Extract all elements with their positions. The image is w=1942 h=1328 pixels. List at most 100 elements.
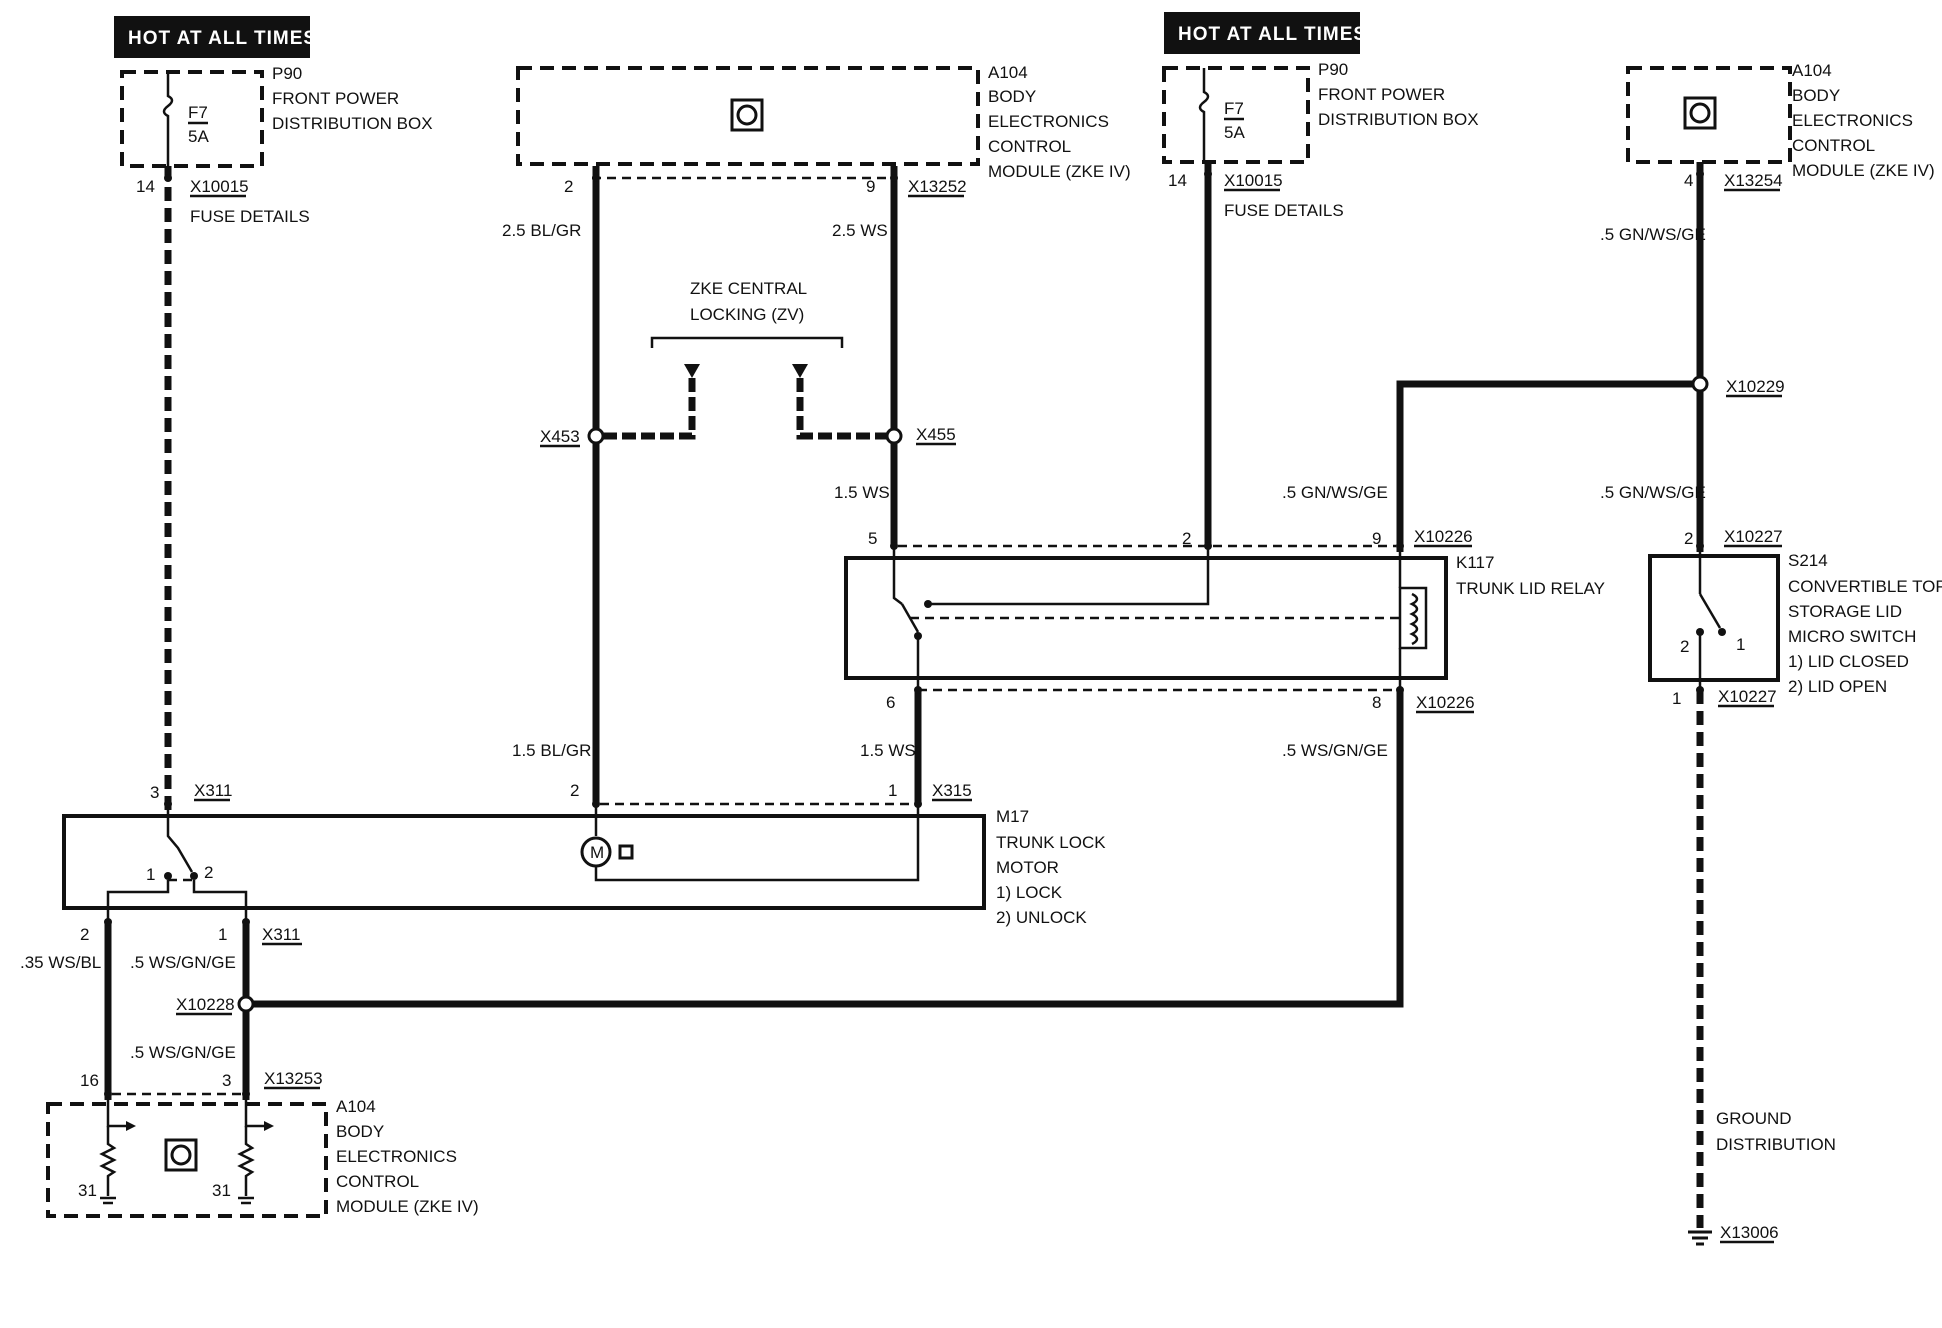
svg-text:X10227: X10227 <box>1718 687 1777 706</box>
svg-text:STORAGE LID: STORAGE LID <box>1788 602 1902 621</box>
svg-text:X13254: X13254 <box>1724 171 1783 190</box>
svg-text:14: 14 <box>1168 171 1187 190</box>
svg-text:1: 1 <box>146 865 155 884</box>
svg-text:9: 9 <box>866 177 875 196</box>
svg-text:2) LID OPEN: 2) LID OPEN <box>1788 677 1887 696</box>
svg-text:1) LID CLOSED: 1) LID CLOSED <box>1788 652 1909 671</box>
fuse-box-left: F7 5A P90 FRONT POWER DISTRIBUTION BOX 1… <box>120 64 433 226</box>
svg-text:DISTRIBUTION: DISTRIBUTION <box>1716 1135 1836 1154</box>
svg-text:DISTRIBUTION BOX: DISTRIBUTION BOX <box>1318 110 1479 129</box>
svg-text:1.5 WS: 1.5 WS <box>834 483 890 502</box>
svg-text:ELECTRONICS: ELECTRONICS <box>336 1147 457 1166</box>
svg-text:A104: A104 <box>1792 61 1832 80</box>
svg-text:6: 6 <box>886 693 895 712</box>
svg-text:1: 1 <box>1736 635 1745 654</box>
svg-text:2: 2 <box>1680 637 1689 656</box>
svg-text:LOCKING (ZV): LOCKING (ZV) <box>690 305 804 324</box>
zke-module-bottom: 16 3 X13253 31 31 A104 BODY ELECTRONICS … <box>46 1069 479 1218</box>
svg-text:2.5 WS: 2.5 WS <box>832 221 888 240</box>
svg-text:MODULE (ZKE IV): MODULE (ZKE IV) <box>336 1197 479 1216</box>
fuse-box-right: F7 5A P90 FRONT POWER DISTRIBUTION BOX 1… <box>1162 60 1479 220</box>
relay-coil-icon <box>1398 586 1428 650</box>
svg-text:X10226: X10226 <box>1414 527 1473 546</box>
module-icon <box>730 98 764 132</box>
svg-text:2: 2 <box>204 863 213 882</box>
svg-text:DISTRIBUTION BOX: DISTRIBUTION BOX <box>272 114 433 133</box>
svg-text:MODULE (ZKE IV): MODULE (ZKE IV) <box>1792 161 1935 180</box>
svg-text:MOTOR: MOTOR <box>996 858 1059 877</box>
wire-relay-pin8 <box>246 690 1404 1008</box>
svg-text:X10015: X10015 <box>190 177 249 196</box>
svg-text:BODY: BODY <box>1792 86 1840 105</box>
svg-text:X10228: X10228 <box>176 995 235 1014</box>
svg-text:X453: X453 <box>540 427 580 446</box>
svg-text:FUSE DETAILS: FUSE DETAILS <box>190 207 310 226</box>
svg-text:A104: A104 <box>988 63 1028 82</box>
svg-text:1) LOCK: 1) LOCK <box>996 883 1063 902</box>
zke-module-right: A104 BODY ELECTRONICS CONTROL MODULE (ZK… <box>1626 61 1935 192</box>
svg-text:X13006: X13006 <box>1720 1223 1779 1242</box>
svg-text:X455: X455 <box>916 425 956 444</box>
zke-central-locking: ZKE CENTRAL LOCKING (ZV) X453 X455 <box>540 279 956 448</box>
svg-text:X13253: X13253 <box>264 1069 323 1088</box>
svg-text:5A: 5A <box>1224 123 1245 142</box>
svg-text:F7: F7 <box>1224 99 1244 118</box>
svg-text:31: 31 <box>212 1181 231 1200</box>
svg-text:MICRO SWITCH: MICRO SWITCH <box>1788 627 1916 646</box>
svg-text:.5 WS/GN/GE: .5 WS/GN/GE <box>1282 741 1388 760</box>
svg-text:GROUND: GROUND <box>1716 1109 1792 1128</box>
svg-text:FUSE DETAILS: FUSE DETAILS <box>1224 201 1344 220</box>
svg-text:14: 14 <box>136 177 155 196</box>
svg-text:ELECTRONICS: ELECTRONICS <box>988 112 1109 131</box>
svg-text:BODY: BODY <box>336 1122 384 1141</box>
svg-text:.5 GN/WS/GE: .5 GN/WS/GE <box>1282 483 1388 502</box>
svg-text:TRUNK LID RELAY: TRUNK LID RELAY <box>1456 579 1605 598</box>
svg-text:TRUNK LOCK: TRUNK LOCK <box>996 833 1106 852</box>
svg-text:CONTROL: CONTROL <box>988 137 1071 156</box>
svg-text:2) UNLOCK: 2) UNLOCK <box>996 908 1087 927</box>
svg-text:2.5 BL/GR: 2.5 BL/GR <box>502 221 581 240</box>
svg-text:2: 2 <box>80 925 89 944</box>
svg-text:CONTROL: CONTROL <box>1792 136 1875 155</box>
svg-text:X311: X311 <box>262 925 300 944</box>
svg-text:3: 3 <box>222 1071 231 1090</box>
svg-text:P90: P90 <box>272 64 302 83</box>
svg-text:ZKE CENTRAL: ZKE CENTRAL <box>690 279 807 298</box>
svg-text:BODY: BODY <box>988 87 1036 106</box>
trunk-lid-relay: 5 2 9 X10226 K117 TRUNK LID RELAY 6 8 X1… <box>844 527 1605 714</box>
svg-text:5A: 5A <box>188 127 209 146</box>
svg-text:F7: F7 <box>188 103 208 122</box>
svg-text:1: 1 <box>888 781 897 800</box>
svg-text:X10227: X10227 <box>1724 527 1783 546</box>
svg-text:.35 WS/BL: .35 WS/BL <box>20 953 101 972</box>
ground-distribution: GROUND DISTRIBUTION X13006 <box>1688 1109 1836 1246</box>
svg-text:CONVERTIBLE TOP: CONVERTIBLE TOP <box>1788 577 1942 596</box>
svg-text:X10229: X10229 <box>1726 377 1785 396</box>
svg-text:2: 2 <box>570 781 579 800</box>
svg-text:A104: A104 <box>336 1097 376 1116</box>
fuse-icon <box>162 72 174 166</box>
svg-text:M: M <box>590 843 604 862</box>
micro-switch: 2 X10227 2 1 S214 CONVERTIBLE TOP STORAG… <box>1648 527 1942 708</box>
svg-text:3: 3 <box>150 783 159 802</box>
svg-text:2: 2 <box>564 177 573 196</box>
svg-text:2: 2 <box>1182 529 1191 548</box>
svg-text:S214: S214 <box>1788 551 1828 570</box>
svg-text:.5 GN/WS/GE: .5 GN/WS/GE <box>1600 225 1706 244</box>
svg-text:.5 GN/WS/GE: .5 GN/WS/GE <box>1600 483 1706 502</box>
svg-text:X13252: X13252 <box>908 177 967 196</box>
svg-text:HOT AT ALL TIMES: HOT AT ALL TIMES <box>128 28 317 49</box>
hot-label-left: HOT AT ALL TIMES <box>114 16 317 58</box>
svg-text:M17: M17 <box>996 807 1029 826</box>
svg-text:1.5 WS: 1.5 WS <box>860 741 916 760</box>
svg-text:ELECTRONICS: ELECTRONICS <box>1792 111 1913 130</box>
svg-text:P90: P90 <box>1318 60 1348 79</box>
hot-label-right: HOT AT ALL TIMES <box>1164 12 1366 54</box>
module-icon <box>164 1138 198 1172</box>
svg-text:X315: X315 <box>932 781 972 800</box>
svg-text:FRONT POWER: FRONT POWER <box>1318 85 1445 104</box>
svg-text:5: 5 <box>868 529 877 548</box>
svg-text:1.5 BL/GR: 1.5 BL/GR <box>512 741 591 760</box>
svg-text:X10015: X10015 <box>1224 171 1283 190</box>
